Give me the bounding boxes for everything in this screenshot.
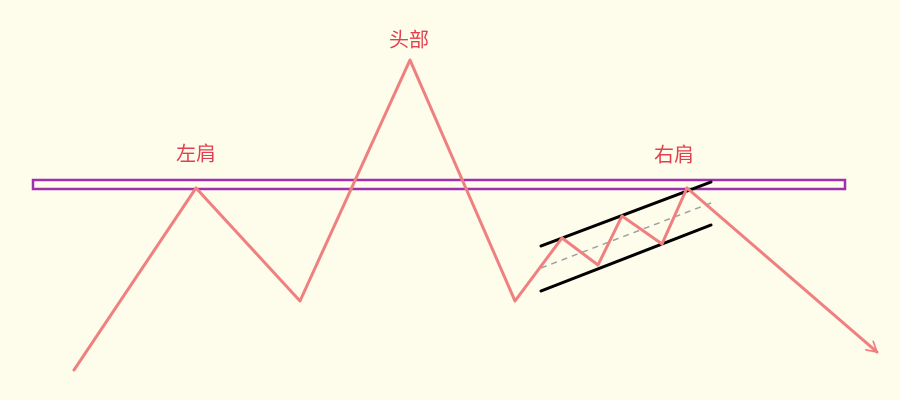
channel-mid-line <box>540 202 712 269</box>
head-label: 头部 <box>389 27 429 52</box>
left-shoulder-label: 左肩 <box>176 141 216 166</box>
breakdown-arrow <box>685 186 879 354</box>
channel-upper-line <box>539 180 713 248</box>
neckline-box <box>31 178 847 191</box>
channel-lower-line <box>539 223 713 293</box>
right-shoulder-label: 右肩 <box>654 142 694 167</box>
price-path <box>72 58 689 372</box>
